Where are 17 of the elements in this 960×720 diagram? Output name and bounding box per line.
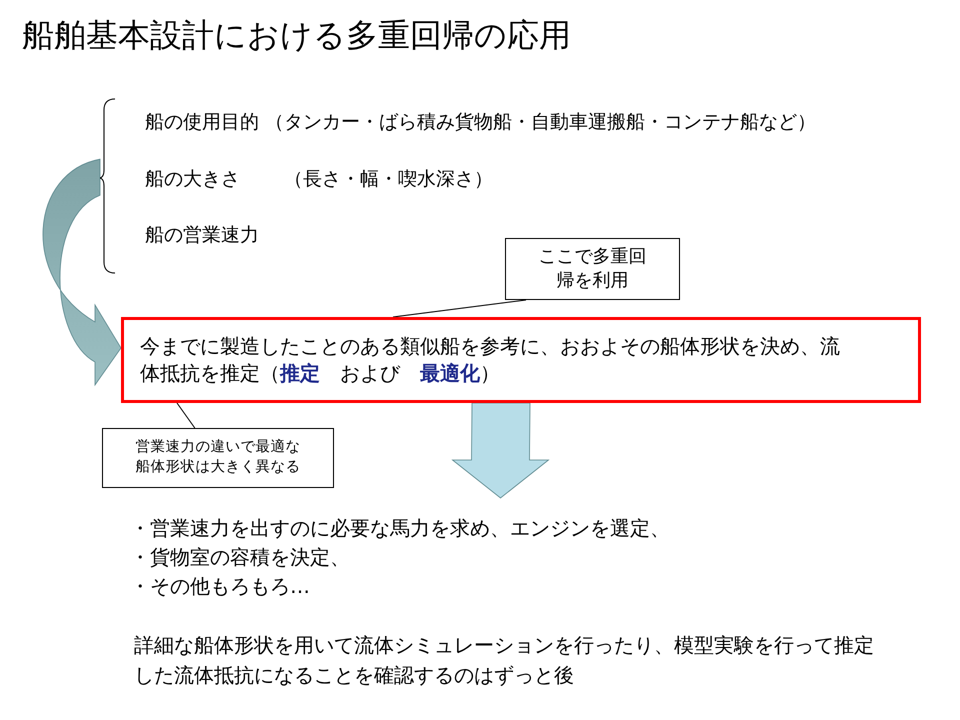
note-paragraph: 詳細な船体形状を用いて流体シミュレーションを行ったり、模型実験を行って推定した流体抵抗になることを確認するのはずっと後	[134, 632, 874, 689]
leader-line	[176, 402, 196, 428]
leader-line	[392, 300, 526, 318]
process-box	[121, 317, 921, 403]
list-item: 船の営業速力	[145, 223, 260, 248]
list-item: 船の大きさ （長さ・幅・喫水深さ）	[145, 166, 494, 192]
box-text: 今までに製造したことのある類似船を参考に、おおよその船体形状を決め、流体抵抗を推定（推定 および 最適化）	[140, 333, 840, 387]
list-item: 船の使用目的 （タンカー・ばら積み貨物船・自動車運搬船・コンテナ船など）	[145, 110, 818, 135]
box-text: 営業速力の違いで最適な船体形状は大きく異なる	[134, 438, 302, 477]
slide-title: 船舶基本設計における多重回帰の応用	[22, 15, 571, 56]
bullet-item: ・営業速力を出すのに必要な馬力を求め、エンジンを選定、	[130, 515, 671, 542]
box-text: ここで多重回帰を利用	[538, 244, 648, 293]
bullet-item: ・貨物室の容積を決定、	[130, 544, 351, 571]
callout-box	[102, 428, 334, 488]
bullet-item: ・その他もろもろ…	[130, 573, 311, 600]
block-arrow	[451, 402, 550, 499]
callout-box	[505, 238, 680, 300]
